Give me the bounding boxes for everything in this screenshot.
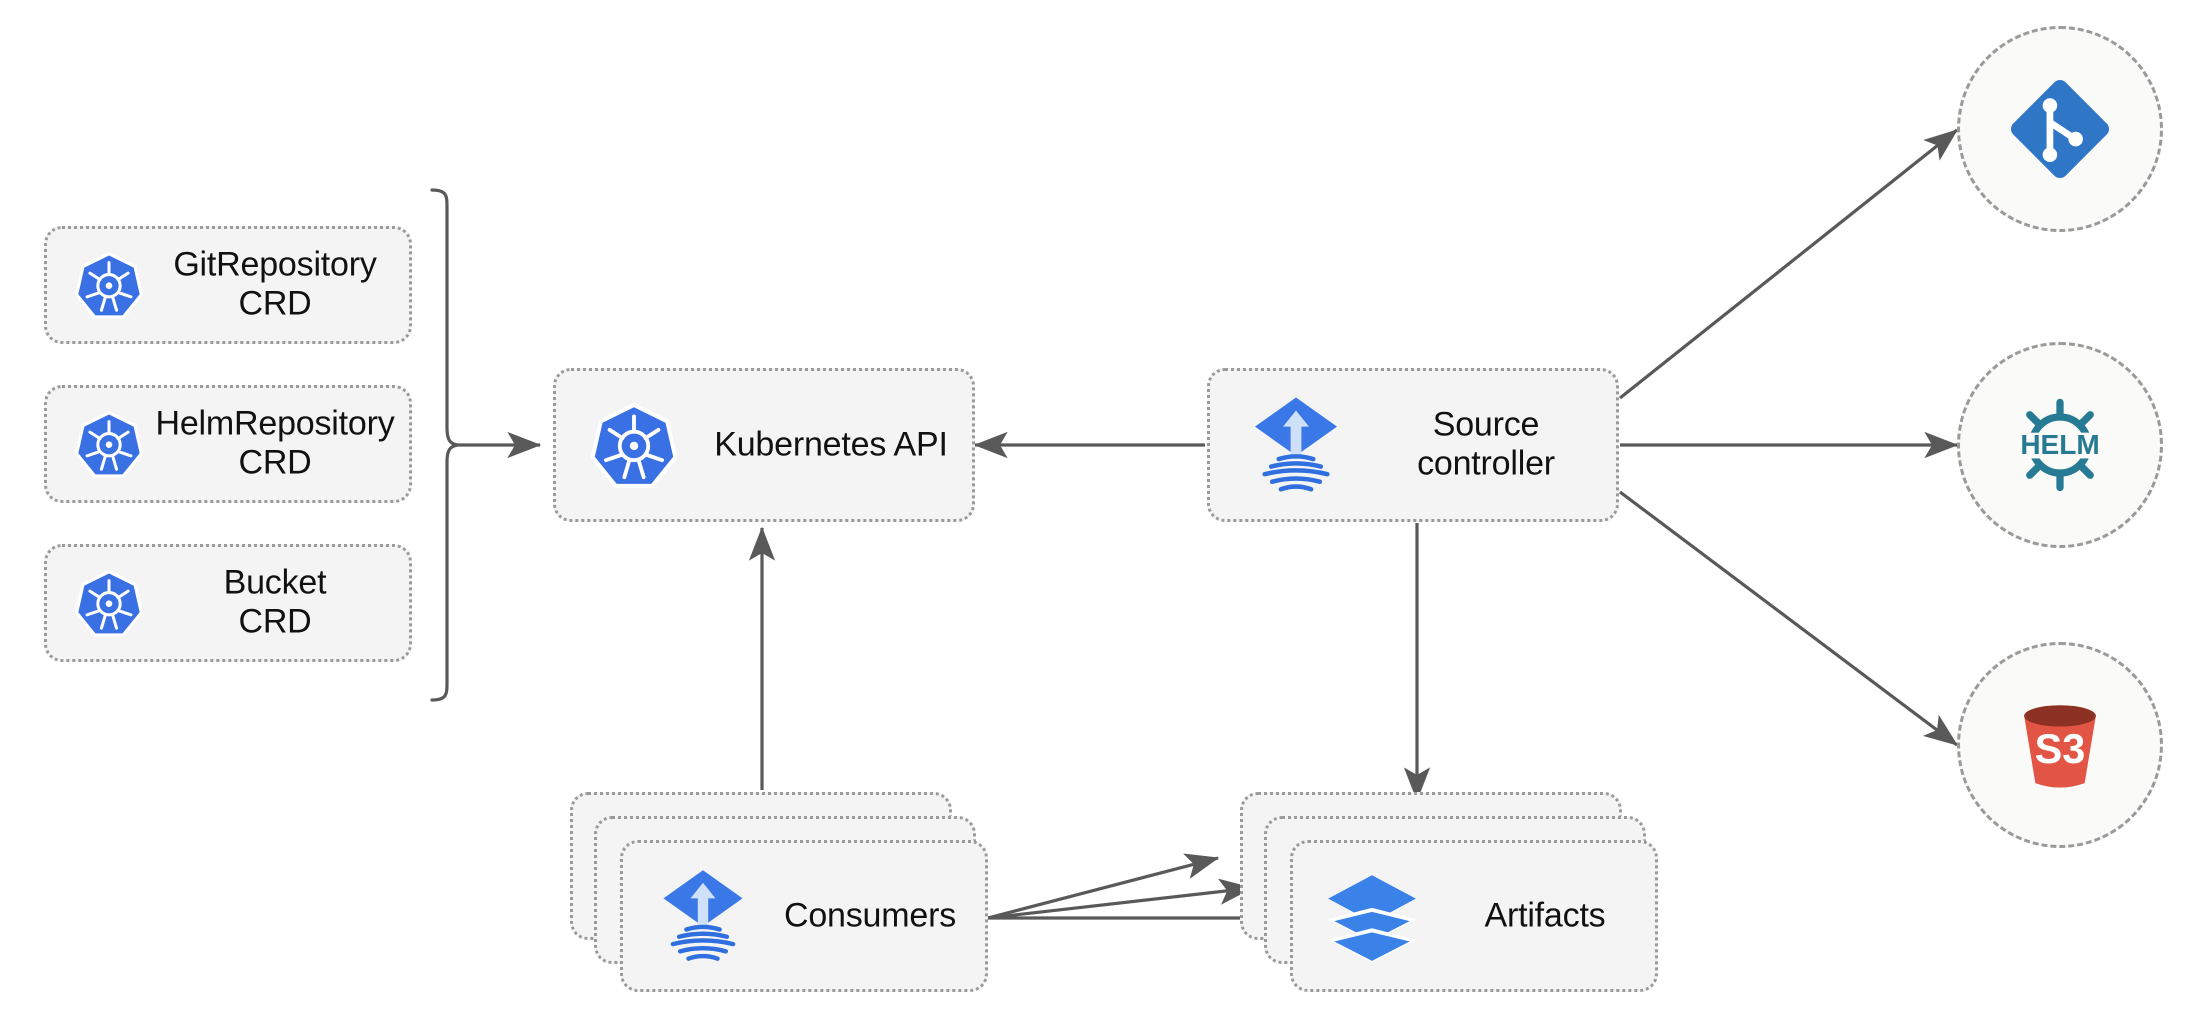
kubernetes-api-label: Kubernetes API [714,425,948,464]
flux-icon [651,864,755,968]
kubernetes-icon [73,567,145,639]
helm-source[interactable]: HELM [1957,342,2163,548]
bucket-crd[interactable]: Bucket CRD [44,544,412,662]
source-controller-label: Source controller [1417,405,1555,483]
layers-icon [1321,865,1423,967]
helm-wordmark: HELM [2020,429,2099,460]
consumers-node[interactable]: Consumers [620,840,988,992]
flux-icon [1242,391,1350,499]
git-repository-crd-label: GitRepository CRD [173,245,377,323]
kubernetes-icon [588,399,680,491]
helm-icon: HELM [2004,389,2116,501]
helm-repository-crd-label: HelmRepository CRD [155,404,395,482]
s3-icon: S3 [2004,689,2116,801]
consumers-label: Consumers [783,896,957,935]
artifacts-label: Artifacts [1484,896,1606,935]
git-icon [2004,73,2116,185]
git-source[interactable] [1957,26,2163,232]
crd-group-brace [430,188,459,702]
kubernetes-api-node[interactable]: Kubernetes API [553,368,975,522]
source-controller-node[interactable]: Source controller [1207,368,1619,522]
bucket-crd-label: Bucket CRD [223,563,327,641]
edge-source-controller-to-s3 [1619,490,1959,747]
edge-consumers-to-artifacts-1 [987,853,1220,920]
helm-repository-crd[interactable]: HelmRepository CRD [44,385,412,503]
git-repository-crd[interactable]: GitRepository CRD [44,226,412,344]
artifacts-node[interactable]: Artifacts [1290,840,1658,992]
edge-consumers-to-artifacts-2 [987,878,1254,920]
s3-wordmark: S3 [2035,725,2086,772]
kubernetes-icon [73,249,145,321]
s3-bucket-source[interactable]: S3 [1957,642,2163,848]
kubernetes-icon [73,408,145,480]
edge-source-controller-to-git [1619,128,1959,400]
